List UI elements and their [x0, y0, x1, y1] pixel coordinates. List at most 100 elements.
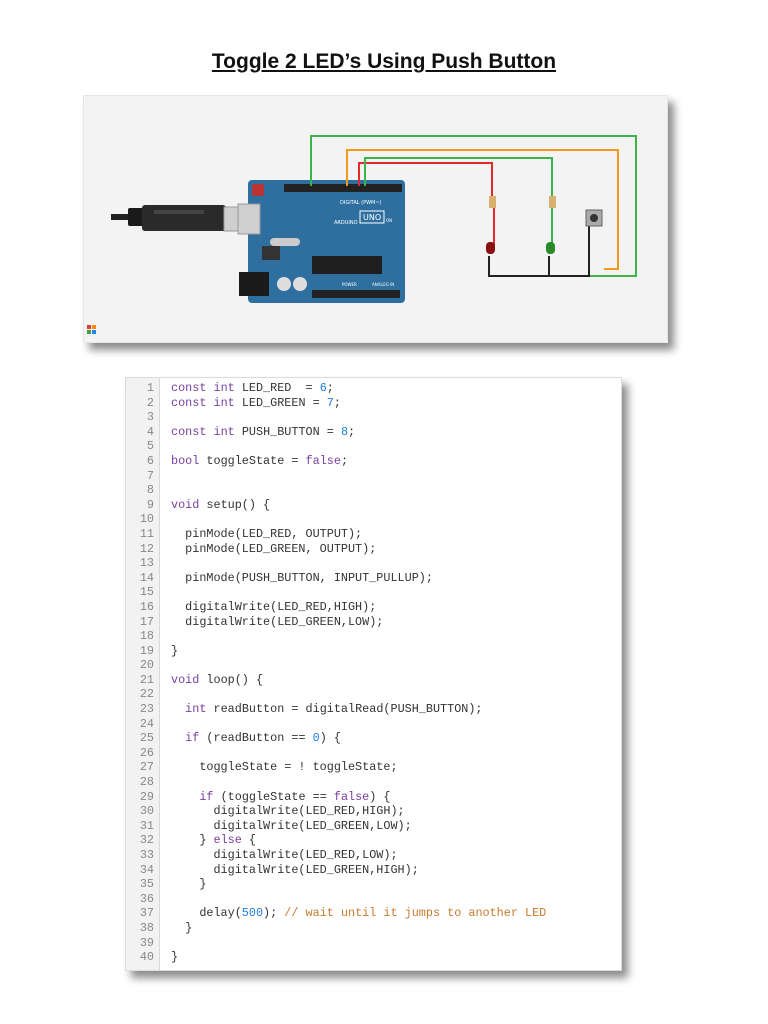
code-line: 10 [126, 512, 621, 527]
code-text: toggleState = ! toggleState; [171, 760, 398, 775]
line-number: 35 [139, 877, 154, 892]
code-text: } [171, 950, 179, 965]
line-number: 28 [139, 775, 154, 790]
line-number: 15 [139, 585, 154, 600]
line-number: 17 [139, 614, 154, 629]
line-number: 3 [146, 410, 154, 425]
arduino-board: DIGITAL (PWM~) ARDUINO UNO ON POWER ANAL… [237, 180, 405, 303]
code-line: 30 digitalWrite(LED_RED,HIGH); [126, 804, 621, 819]
code-line: 40} [126, 950, 621, 965]
page-title: Toggle 2 LED’s Using Push Button [211, 50, 557, 73]
code-line: 9 void setup() { [126, 498, 621, 513]
code-line: 1 const int LED_RED = 6; [126, 381, 621, 396]
board-model: UNO [363, 213, 381, 222]
code-text: const int PUSH_BUTTON = 8; [171, 424, 356, 439]
code-text: } [171, 920, 193, 935]
code-line: 22 [126, 687, 621, 702]
line-number: 40 [139, 950, 154, 965]
led-red [486, 242, 495, 254]
line-number: 38 [139, 920, 154, 935]
code-line: 26 [126, 746, 621, 761]
code-text: digitalWrite(LED_RED,HIGH); [171, 599, 377, 614]
code-line: 18 [126, 629, 621, 644]
code-line: 39 [126, 936, 621, 951]
resistor-green [549, 196, 556, 208]
line-number: 30 [139, 804, 154, 819]
line-number: 14 [139, 570, 154, 585]
code-line: 35 } [126, 877, 621, 892]
line-number: 7 [146, 468, 154, 483]
line-number: 23 [139, 702, 154, 717]
code-text: if (readButton == 0) { [185, 731, 341, 746]
on-label: ON [386, 218, 392, 223]
code-text: const int LED_RED = 6; [171, 381, 334, 395]
logo-icon [87, 325, 96, 334]
code-line: 23 int readButton = digitalRead(PUSH_BUT… [126, 702, 621, 717]
code-line: 19} [126, 644, 621, 659]
code-text: if (toggleState == false) { [199, 789, 391, 804]
code-line: 3 [126, 410, 621, 425]
line-number: 31 [139, 818, 154, 833]
code-line: 34 digitalWrite(LED_GREEN,HIGH); [126, 863, 621, 878]
line-number: 27 [139, 760, 154, 775]
code-text: void loop() { [171, 672, 264, 687]
line-number: 8 [146, 483, 154, 498]
digital-label: DIGITAL (PWM~) [340, 200, 382, 206]
line-number: 12 [139, 541, 154, 556]
code-line: 16 digitalWrite(LED_RED,HIGH); [126, 600, 621, 615]
line-number: 6 [146, 453, 154, 468]
line-number: 2 [146, 395, 154, 410]
resistor-red [489, 196, 496, 208]
code-text: pinMode(LED_GREEN, OUTPUT); [171, 541, 377, 556]
line-number: 11 [139, 526, 154, 541]
code-line: 32 } else { [126, 833, 621, 848]
code-editor: 1 const int LED_RED = 6; 2 const int LED_GR… [125, 377, 622, 971]
code-line: 28 [126, 775, 621, 790]
code-text: delay(500); // wait until it jumps to an… [171, 906, 547, 921]
line-number: 5 [146, 439, 154, 454]
arduino-brand: ARDUINO [334, 220, 358, 226]
code-line: 37 delay(500); // wait until it jumps to… [126, 906, 621, 921]
code-line: 15 [126, 585, 621, 600]
line-number: 34 [139, 862, 154, 877]
line-number: 4 [146, 424, 154, 439]
circuit-svg: DIGITAL (PWM~) ARDUINO UNO ON POWER ANAL… [87, 135, 637, 334]
analog-label: ANALOG IN [372, 282, 394, 287]
line-number: 13 [139, 556, 154, 571]
code-text: void setup() { [171, 497, 271, 512]
power-label: POWER [342, 282, 357, 287]
usb-cable [111, 205, 255, 232]
line-number: 20 [139, 658, 154, 673]
line-number: 36 [139, 891, 154, 906]
line-number-gutter [126, 378, 160, 970]
line-number: 16 [139, 599, 154, 614]
line-number: 26 [139, 745, 154, 760]
code-text: digitalWrite(LED_GREEN,LOW); [171, 614, 384, 629]
line-number: 29 [139, 789, 154, 804]
code-line: 8 [126, 483, 621, 498]
code-line: 31 digitalWrite(LED_GREEN,LOW); [126, 819, 621, 834]
code-line: 14 pinMode(PUSH_BUTTON, INPUT_PULLUP); [126, 571, 621, 586]
line-number: 21 [139, 672, 154, 687]
line-number: 24 [139, 716, 154, 731]
code-line: 6 bool toggleState = false; [126, 454, 621, 469]
line-number: 9 [146, 497, 154, 512]
code-text: digitalWrite(LED_RED,HIGH); [171, 804, 405, 819]
led-green [546, 242, 555, 254]
push-button [585, 209, 603, 227]
code-text: } [171, 877, 207, 892]
code-line: 36 [126, 892, 621, 907]
line-number: 32 [139, 833, 154, 848]
code-text: bool toggleState = false; [171, 453, 349, 468]
code-line: 12 pinMode(LED_GREEN, OUTPUT); [126, 542, 621, 557]
line-number: 1 [146, 381, 154, 395]
code-text: const int LED_GREEN = 7; [171, 395, 341, 410]
code-line: 17 digitalWrite(LED_GREEN,LOW); [126, 615, 621, 630]
code-text: digitalWrite(LED_RED,LOW); [171, 848, 398, 862]
code-line: 24 [126, 717, 621, 732]
line-number: 37 [139, 906, 154, 921]
line-number: 19 [139, 643, 154, 658]
line-number: 33 [139, 848, 154, 862]
code-lines: 1 const int LED_RED = 6; 2 const int LED_GR… [126, 381, 621, 965]
code-line: 20 [126, 658, 621, 673]
